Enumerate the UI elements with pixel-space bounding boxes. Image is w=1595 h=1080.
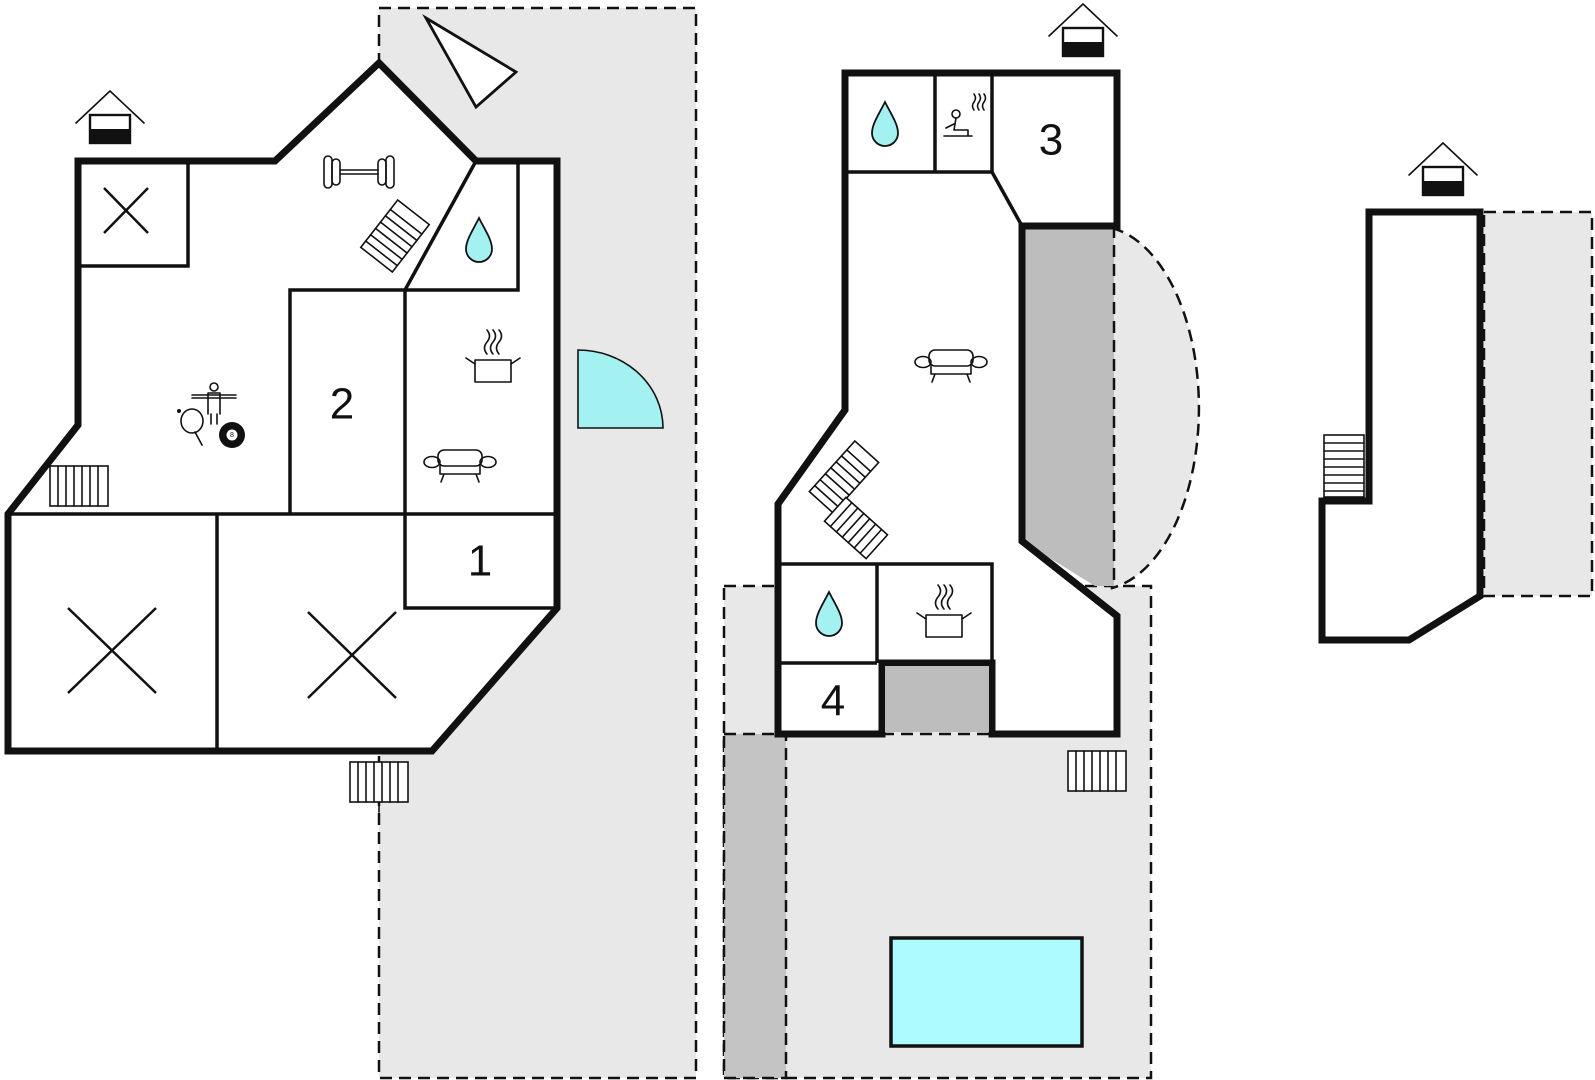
covered-terrace-strip	[722, 732, 788, 1080]
exit-house-icon	[1407, 141, 1479, 197]
billiard-ball-icon: 8	[219, 422, 245, 448]
staircase-icon	[1067, 750, 1127, 792]
bedroom-cross-icon	[67, 607, 157, 694]
bedroom-cross-icon	[103, 187, 149, 234]
exit-house-icon	[1047, 2, 1119, 58]
table-football-icon	[191, 382, 237, 425]
bedroom-cross-icon	[307, 611, 397, 699]
staircase-icon	[349, 761, 409, 803]
staircase-icon	[1323, 434, 1365, 498]
building-right	[1318, 141, 1484, 644]
swimming-pool-icon	[889, 936, 1084, 1048]
building-middle: 3 4	[722, 2, 1127, 1080]
room-number-3: 3	[1039, 116, 1063, 165]
room-number-2: 2	[330, 380, 354, 429]
covered-area	[1022, 226, 1114, 586]
staircase-icon	[49, 465, 109, 507]
exit-house-icon	[74, 89, 146, 145]
fitness-dumbbell-icon	[323, 155, 395, 189]
outdoor-semicircle-terrace	[1110, 226, 1201, 590]
svg-text:8: 8	[230, 432, 234, 439]
staircase-icon	[808, 439, 889, 560]
sauna-icon	[943, 93, 987, 137]
room-number-1: 1	[468, 537, 492, 586]
staircase-icon	[359, 198, 431, 274]
table-tennis-icon	[177, 408, 204, 446]
entrance-door	[577, 349, 664, 429]
covered-area	[885, 666, 989, 732]
north-arrow-icon	[422, 14, 519, 110]
room-number-4: 4	[821, 677, 845, 726]
building-left: 2 1	[4, 14, 664, 813]
outdoor-terrace-right	[1482, 210, 1594, 598]
